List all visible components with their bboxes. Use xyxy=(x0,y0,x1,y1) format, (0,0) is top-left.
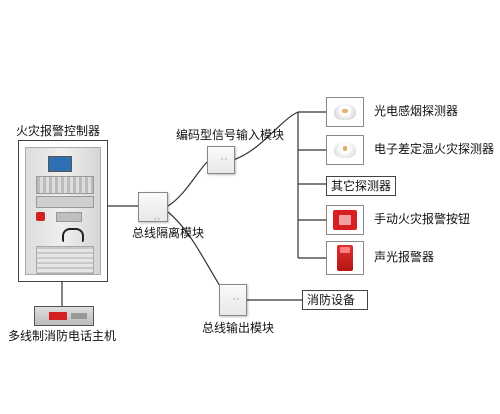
manual-call-point-icon xyxy=(333,210,357,230)
isolation-module[interactable]: ·· xyxy=(138,192,168,224)
fire-equipment-box[interactable]: 消防设备 xyxy=(302,290,368,310)
phone-host-display-icon xyxy=(49,312,67,320)
printer-slot xyxy=(36,196,94,208)
device-label-manual: 手动火灾报警按钮 xyxy=(374,212,471,226)
device-label-heat: 电子差定温火灾探测器 xyxy=(374,142,495,156)
line-isolation-input xyxy=(167,161,208,207)
device-label-sounder: 声光报警器 xyxy=(374,250,435,264)
phone-host-device[interactable] xyxy=(34,306,94,326)
input-module-label: 编码型信号输入模块 xyxy=(176,128,285,142)
cabinet-vent xyxy=(36,246,94,274)
output-module-label: 总线输出模块 xyxy=(202,321,275,335)
alarm-button-icon xyxy=(36,212,45,221)
isolation-module-label: 总线隔离模块 xyxy=(132,226,205,240)
output-module[interactable]: ·· xyxy=(219,284,247,316)
sounder-strobe-frame[interactable] xyxy=(326,241,364,275)
controller-title: 火灾报警控制器 xyxy=(16,124,101,138)
sounder-strobe-icon xyxy=(337,245,353,271)
phone-host-panel xyxy=(71,313,87,319)
input-module[interactable]: ·· xyxy=(207,146,235,174)
manual-call-point-frame[interactable] xyxy=(326,205,364,235)
line-isolation-output xyxy=(167,211,221,287)
heat-detector-frame[interactable] xyxy=(326,135,364,165)
line-input-bus xyxy=(232,111,299,161)
module-dots-icon: ·· xyxy=(220,155,228,164)
smoke-detector-frame[interactable] xyxy=(326,97,364,127)
panel-keypad xyxy=(36,176,94,194)
handset-icon xyxy=(62,228,84,242)
device-other-detectors[interactable]: 其它探测器 xyxy=(326,176,397,196)
device-label-smoke: 光电感烟探测器 xyxy=(374,104,459,118)
module-dots-icon: ·· xyxy=(153,215,161,224)
indicator-led-icon xyxy=(56,212,82,222)
controller-cabinet[interactable] xyxy=(18,140,108,282)
module-dots-icon: ·· xyxy=(232,295,240,304)
phone-host-label: 多线制消防电话主机 xyxy=(8,329,117,343)
display-screen-icon xyxy=(48,156,72,172)
